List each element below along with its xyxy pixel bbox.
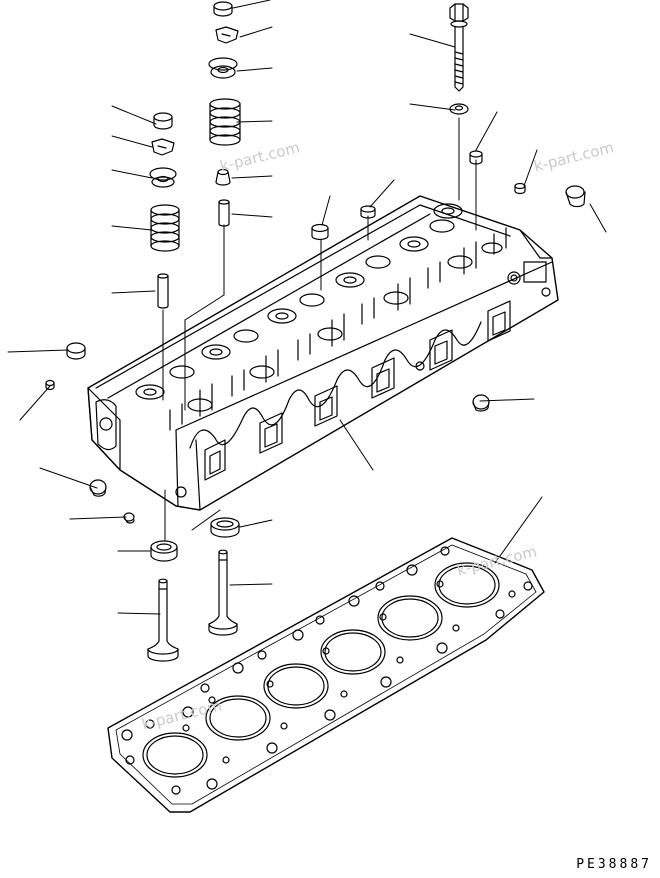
expansion-plug-side — [472, 394, 490, 412]
head-bosses — [169, 227, 507, 431]
nozzle-seat — [311, 223, 329, 241]
cylinder-head — [87, 195, 559, 511]
bolt-washer — [449, 103, 469, 115]
valve-spring-top — [209, 98, 241, 146]
dowel-pin — [469, 150, 483, 165]
intake-valve — [147, 578, 179, 662]
expansion-plug-left — [66, 342, 86, 360]
spring-retainer-left — [149, 167, 177, 188]
valve-guide-left — [157, 273, 169, 309]
valve-collet-left — [151, 138, 175, 156]
valve-cap-left — [153, 112, 173, 130]
head-bolt — [449, 3, 469, 92]
valve-cap-top — [213, 1, 233, 17]
spring-retainer-top — [208, 57, 238, 79]
pipe-plug — [45, 379, 55, 391]
seat-insert — [150, 540, 178, 562]
valve-seat-insert-right — [210, 517, 240, 538]
head-gasket — [107, 537, 545, 813]
valve-cells — [135, 203, 503, 412]
valve-spring-left — [150, 204, 180, 252]
small-plug — [514, 182, 526, 195]
expansion-plug-right — [565, 185, 586, 208]
valve-collet-top — [215, 26, 239, 44]
exhaust-ports — [204, 300, 511, 481]
drawing-code: PE38887 — [576, 857, 652, 872]
valve-seal-top — [215, 168, 231, 186]
leader-lines — [7, 0, 607, 615]
gasket-bores — [142, 562, 500, 778]
gasket-holes — [121, 546, 533, 795]
side-plug — [89, 479, 107, 497]
nozzle-sleeve — [360, 205, 376, 219]
exhaust-valve — [208, 549, 238, 636]
valve-guide-top — [218, 199, 230, 227]
small-plug-lower — [123, 512, 135, 524]
